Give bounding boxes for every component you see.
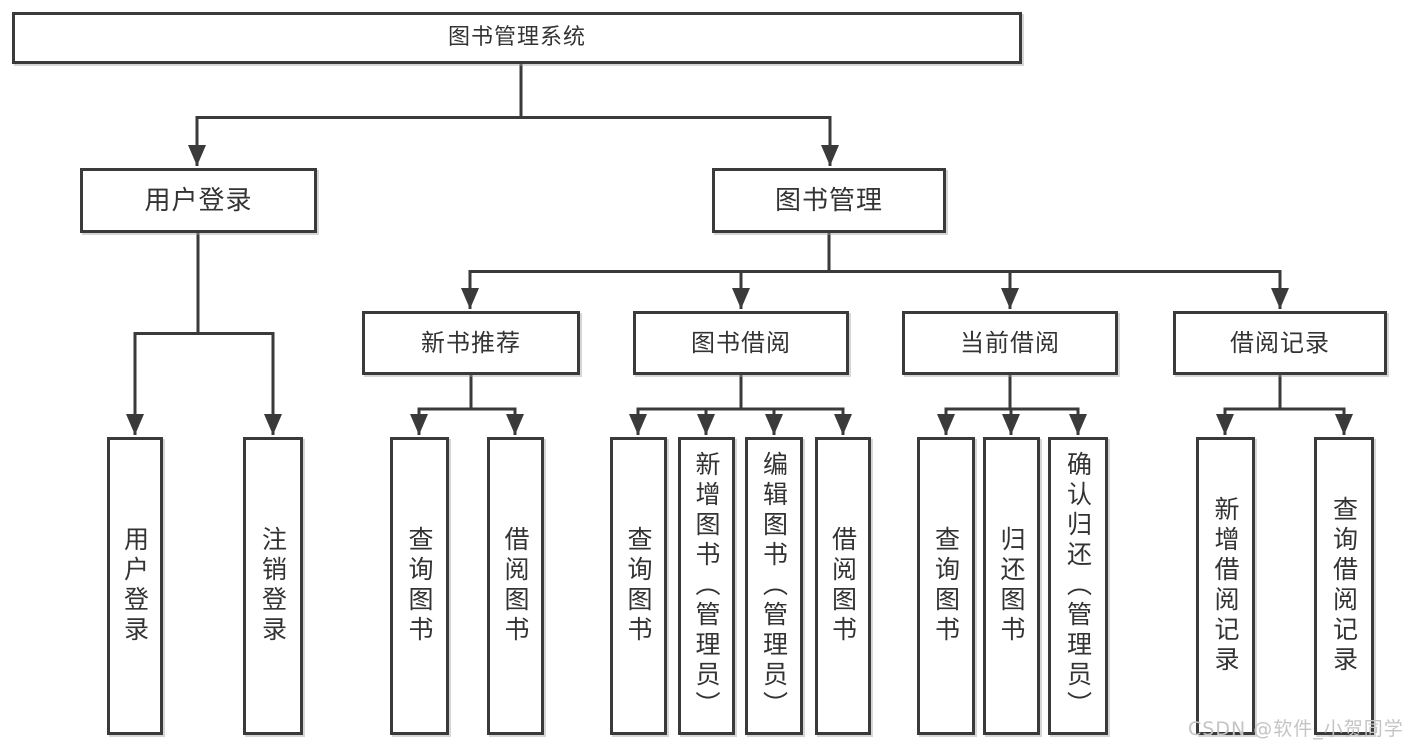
node-library-management-system: 图书管理系统 [12, 12, 1022, 64]
connector-recommend-split [417, 373, 517, 411]
node-recommend-query-books: 查询图书 [390, 437, 449, 735]
node-user-login-module: 用户登录 [80, 168, 317, 233]
node-recommend-borrow-books: 借阅图书 [487, 437, 544, 735]
node-book-management-module: 图书管理 [712, 168, 946, 233]
node-borrow-edit-books-admin: 编辑图书（管理员） [745, 437, 803, 735]
node-records-query-record: 查询借阅记录 [1314, 437, 1374, 735]
node-current-borrow: 当前借阅 [902, 311, 1118, 375]
node-current-query-books: 查询图书 [917, 437, 975, 735]
connector-book-management-split [468, 231, 1282, 273]
node-borrow-records: 借阅记录 [1173, 311, 1387, 375]
node-book-borrow: 图书借阅 [633, 311, 849, 375]
node-user-login-action: 用户登录 [107, 437, 163, 735]
connector-current-split [944, 373, 1080, 411]
connector-records-split [1223, 373, 1346, 411]
csdn-watermark: CSDN @软件_小贺同学 [1188, 718, 1404, 740]
node-logout: 注销登录 [243, 437, 303, 735]
node-current-return-books: 归还图书 [983, 437, 1040, 735]
node-borrow-query-books: 查询图书 [610, 437, 667, 735]
node-current-confirm-return-admin: 确认归还（管理员） [1048, 437, 1108, 735]
node-new-book-recommend: 新书推荐 [362, 311, 580, 375]
connector-user-login-split [133, 231, 275, 335]
connector-root-split [195, 62, 832, 119]
node-borrow-add-books-admin: 新增图书（管理员） [678, 437, 735, 735]
node-borrow-borrow-books: 借阅图书 [815, 437, 871, 735]
connector-borrow-split [636, 373, 845, 411]
node-records-add-record: 新增借阅记录 [1196, 437, 1255, 735]
